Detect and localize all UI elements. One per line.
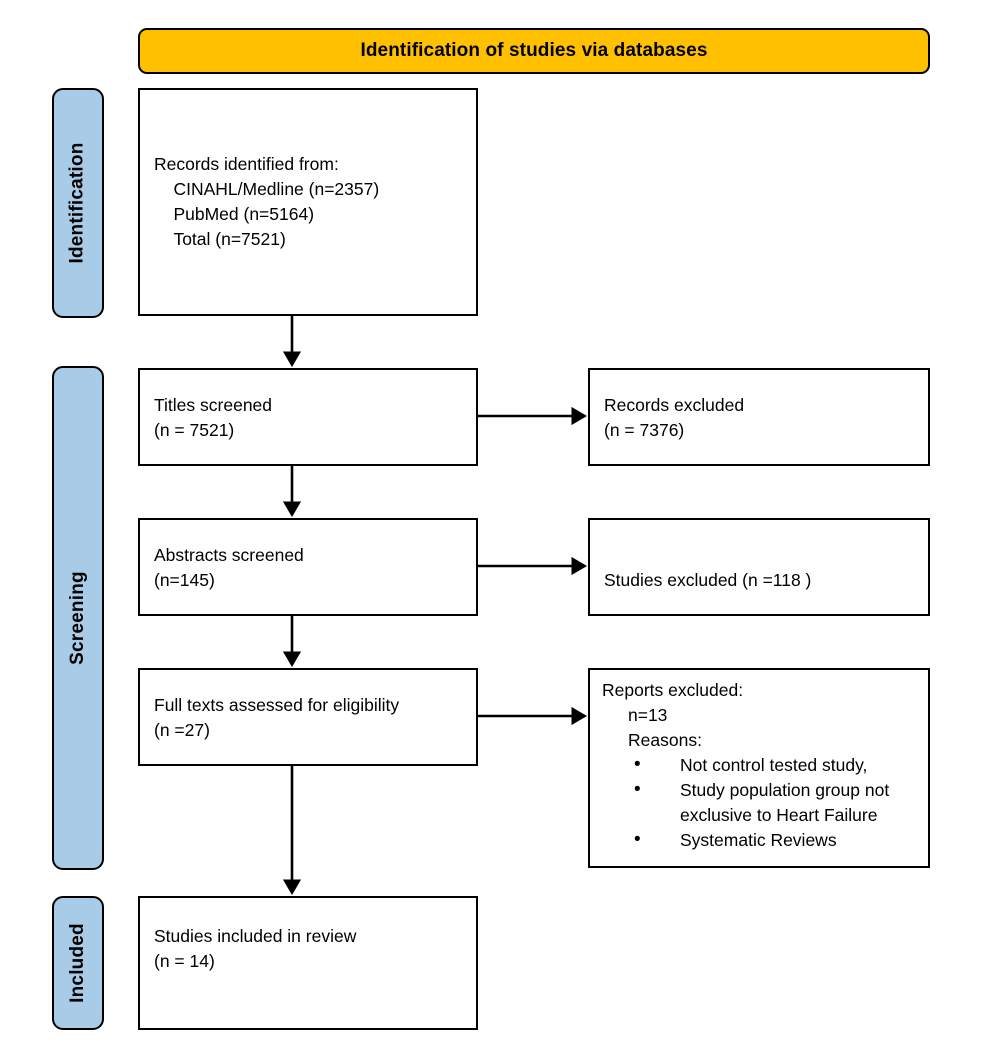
box-records-identified: Records identified from: CINAHL/Medline … [138, 88, 478, 316]
box-studies-excluded: Studies excluded (n =118 ) [588, 518, 930, 616]
reports-excluded-heading: Reports excluded: [602, 680, 744, 700]
box-titles-screened: Titles screened (n = 7521) [138, 368, 478, 466]
stage-label-screening-text: Screening [67, 571, 89, 665]
stage-label-identification: Identification [52, 88, 104, 318]
box-full-texts-assessed: Full texts assessed for eligibility (n =… [138, 668, 478, 766]
stage-label-identification-text: Identification [67, 142, 88, 264]
box-titles-screened-text: Titles screened (n = 7521) [154, 395, 273, 440]
stage-label-screening: Screening [52, 366, 104, 870]
box-studies-included-text: Studies included in review (n = 14) [154, 926, 357, 971]
reports-excluded-count: n=13 [628, 705, 668, 725]
reports-excluded-reason-list: Not control tested study, Study populati… [602, 752, 920, 853]
box-records-identified-text: Records identified from: CINAHL/Medline … [154, 154, 380, 249]
box-records-excluded-text: Records excluded (n = 7376) [604, 395, 745, 440]
box-full-texts-assessed-text: Full texts assessed for eligibility (n =… [154, 695, 400, 740]
box-reports-excluded-body: Reports excluded: n=13 Reasons: Not cont… [602, 678, 920, 853]
diagram-title-text: Identification of studies via databases [360, 40, 708, 61]
stage-label-included: Included [52, 896, 104, 1030]
list-item: Study population group not exclusive to … [602, 777, 920, 828]
list-item: Not control tested study, [602, 752, 920, 778]
diagram-title-banner: Identification of studies via databases [138, 28, 930, 74]
box-studies-excluded-text: Studies excluded (n =118 ) [604, 570, 812, 590]
box-records-excluded: Records excluded (n = 7376) [588, 368, 930, 466]
box-studies-included: Studies included in review (n = 14) [138, 896, 478, 1030]
list-item: Systematic Reviews [602, 827, 920, 853]
box-abstracts-screened-text: Abstracts screened (n=145) [154, 545, 304, 590]
stage-label-included-text: Included [67, 923, 88, 1003]
box-abstracts-screened: Abstracts screened (n=145) [138, 518, 478, 616]
box-reports-excluded: Reports excluded: n=13 Reasons: Not cont… [588, 668, 930, 868]
reports-excluded-reasons-label: Reasons: [628, 730, 702, 750]
